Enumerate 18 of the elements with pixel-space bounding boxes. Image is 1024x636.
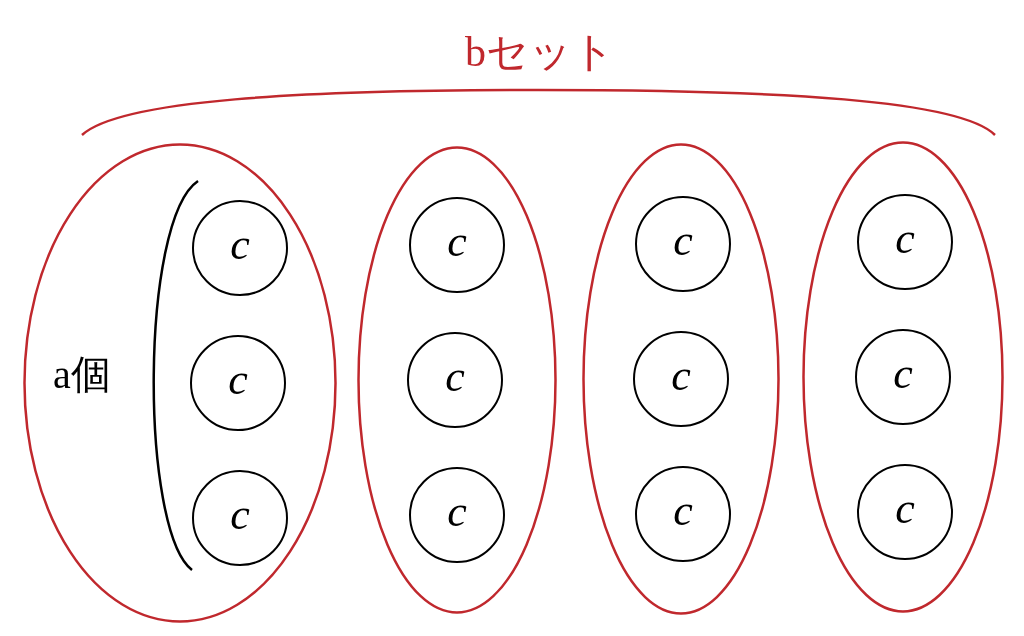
set-count-label: bセット [465, 29, 615, 76]
letter-circle: c [855, 329, 951, 425]
letter-circle: c [190, 335, 286, 431]
letter-circle: c [407, 332, 503, 428]
letter-circle: c [192, 470, 288, 566]
letter-circle: c [192, 200, 288, 296]
letter-circle: c [857, 194, 953, 290]
item-count-label: a個 [53, 353, 111, 397]
letter-circle: c [635, 196, 731, 292]
ellipse-group [23, 143, 337, 623]
letter-circle: c [409, 197, 505, 293]
ellipse-group [802, 141, 1004, 613]
letter-circle: c [857, 464, 953, 560]
letter-circle: c [409, 467, 505, 563]
letter-circle: c [633, 331, 729, 427]
ellipse-group [357, 146, 557, 614]
letter-circle: c [635, 466, 731, 562]
ellipse-group [582, 143, 780, 615]
